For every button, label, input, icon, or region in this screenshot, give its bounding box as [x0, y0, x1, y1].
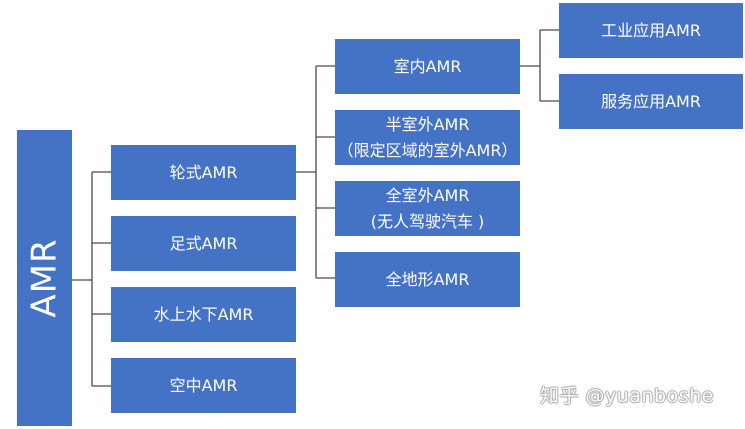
node-water-amr: 水上水下AMR	[111, 287, 296, 342]
node-label: 全室外AMR	[385, 185, 470, 205]
connector-indoor-to-level3	[520, 29, 559, 102]
node-semi-outdoor-amr: 半室外AMR （限定区域的室外AMR）	[335, 110, 520, 165]
connector-wheeled-to-level2	[296, 65, 335, 279]
node-label: 轮式AMR	[169, 162, 238, 182]
connector-root-to-level1	[72, 171, 111, 387]
node-label: 全地形AMR	[385, 269, 470, 289]
node-label: 足式AMR	[169, 233, 238, 253]
root-amr-label: AMR	[24, 238, 65, 318]
node-aerial-amr: 空中AMR	[111, 358, 296, 413]
node-indoor-amr: 室内AMR	[335, 39, 520, 94]
node-wheeled-amr: 轮式AMR	[111, 145, 296, 200]
node-label: 室内AMR	[393, 56, 462, 76]
node-label: 空中AMR	[169, 375, 238, 395]
node-label: 半室外AMR	[385, 114, 470, 134]
node-outdoor-amr: 全室外AMR (无人驾驶汽车 )	[335, 181, 520, 236]
node-all-terrain-amr: 全地形AMR	[335, 252, 520, 307]
node-service-amr: 服务应用AMR	[559, 74, 743, 129]
watermark-text: 知乎 @yuanboshe	[540, 385, 714, 407]
node-sublabel: （限定区域的室外AMR）	[337, 140, 518, 160]
node-label: 水上水下AMR	[153, 304, 254, 324]
root-amr-box: AMR	[17, 130, 72, 426]
node-industrial-amr: 工业应用AMR	[559, 3, 743, 58]
node-sublabel: (无人驾驶汽车 )	[370, 211, 485, 231]
node-label: 工业应用AMR	[601, 20, 701, 40]
node-label: 服务应用AMR	[601, 91, 701, 111]
node-legged-amr: 足式AMR	[111, 216, 296, 271]
